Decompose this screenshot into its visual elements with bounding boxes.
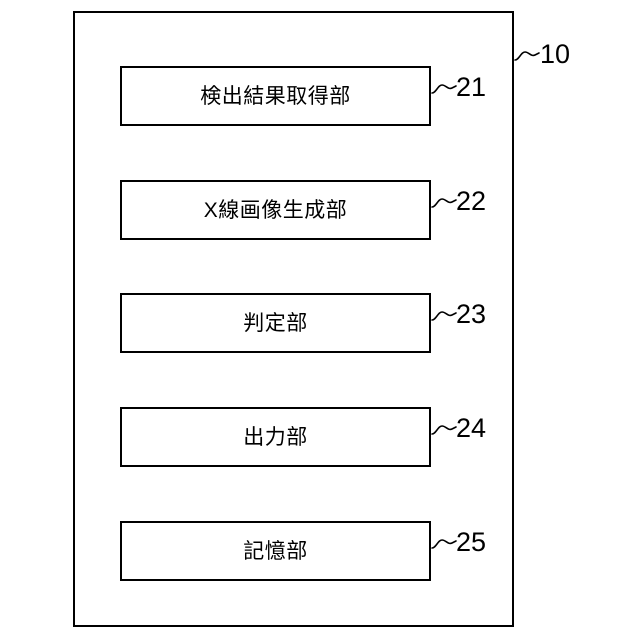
reference-numeral-22: 22 [456, 186, 487, 216]
reference-numeral-24: 24 [456, 413, 487, 443]
reference-numeral-apparatus: 10 [540, 39, 571, 69]
unit-box-determination: 判定部 [120, 293, 431, 353]
unit-box-xray-image-generation: X線画像生成部 [120, 180, 431, 240]
apparatus-frame [73, 11, 514, 627]
unit-box-storage: 記憶部 [120, 521, 431, 581]
unit-label: 判定部 [243, 311, 308, 335]
reference-numeral-21: 21 [456, 72, 487, 102]
unit-box-detection-result-acquisition: 検出結果取得部 [120, 66, 431, 126]
reference-numeral-23: 23 [456, 299, 487, 329]
unit-label: 検出結果取得部 [200, 84, 351, 108]
leader-line-10-icon [514, 44, 540, 66]
unit-label: X線画像生成部 [203, 198, 348, 222]
unit-label: 出力部 [243, 425, 308, 449]
unit-label: 記憶部 [243, 539, 308, 563]
unit-box-output: 出力部 [120, 407, 431, 467]
reference-numeral-25: 25 [456, 527, 487, 557]
